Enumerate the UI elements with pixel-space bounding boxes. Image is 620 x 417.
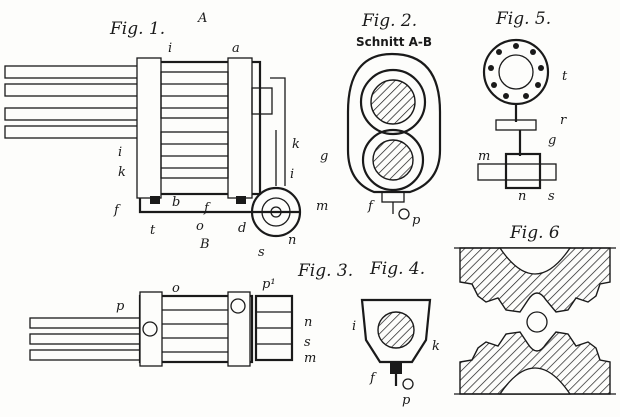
svg-text:k: k (432, 339, 440, 354)
fig6-title: Fig. 6 (509, 223, 560, 243)
svg-text:p: p (402, 393, 411, 408)
fig1-drawing: Fig. 1. A i a (4, 11, 328, 260)
fig2-subtitle: Schnitt A-B (356, 35, 432, 49)
fig1-shaft-upper-b (4, 83, 141, 97)
fig1-lower-roller (160, 131, 229, 179)
svg-text:p¹: p¹ (262, 277, 276, 292)
svg-text:B: B (199, 237, 210, 252)
svg-text:p: p (412, 213, 421, 228)
fig4-title: Fig. 4. (369, 259, 425, 279)
fig1-title: Fig. 1. (109, 19, 165, 39)
fig1-upper-roller (160, 71, 229, 119)
svg-text:o: o (196, 219, 204, 234)
fig1-shaft-upper (4, 65, 141, 79)
svg-text:m: m (316, 199, 328, 214)
fig6-lower-block (459, 331, 611, 395)
svg-text:p: p (116, 299, 125, 314)
fig6-upper-block (459, 247, 611, 313)
svg-text:i: i (168, 41, 172, 56)
fig4-roller (377, 311, 415, 349)
svg-text:i: i (352, 319, 356, 334)
svg-text:r: r (560, 113, 567, 128)
fig2-housing (346, 52, 442, 194)
svg-text:A: A (197, 11, 207, 26)
svg-text:t: t (150, 223, 156, 238)
fig2-title: Fig. 2. (361, 11, 417, 31)
svg-text:k: k (118, 165, 126, 180)
fig2-lower-gear (361, 128, 425, 192)
fig2-upper-gear (359, 68, 427, 136)
fig1-collar-right (227, 57, 253, 199)
fig5-title: Fig. 5. (495, 9, 551, 29)
svg-text:f: f (367, 199, 375, 214)
svg-text:t: t (562, 69, 568, 84)
svg-text:n: n (304, 315, 312, 330)
svg-text:a: a (232, 41, 240, 56)
fig2-drawing: Fig. 2. Schnitt A-B f p (346, 11, 442, 228)
svg-text:n: n (288, 233, 296, 248)
svg-text:i: i (290, 167, 294, 182)
fig5-shaft (477, 163, 557, 181)
svg-text:d: d (238, 221, 246, 236)
fig3-drawing: Fig. 3. p o p¹ n s m (29, 261, 353, 367)
svg-text:g: g (320, 149, 328, 164)
fig1-shaft-lower (4, 107, 141, 121)
svg-text:s: s (258, 245, 265, 260)
svg-text:s: s (304, 335, 311, 350)
svg-text:f: f (369, 371, 377, 386)
svg-text:n: n (518, 189, 526, 204)
fig5-drawing: Fig. 5. t r g m n s (477, 9, 568, 204)
svg-text:s: s (548, 189, 555, 204)
fig4-frame (360, 298, 432, 364)
fig6-bore (526, 311, 548, 333)
fig3-title: Fig. 3. (297, 261, 353, 281)
svg-text:k: k (292, 137, 300, 152)
fig5-perforated-ring (482, 38, 550, 106)
fig1-cam-wheel (250, 186, 302, 238)
fig4-drawing: Fig. 4. i k f p (352, 259, 440, 408)
svg-text:m: m (304, 351, 316, 366)
svg-text:f: f (113, 203, 121, 218)
svg-text:f: f (203, 201, 211, 216)
svg-text:m: m (478, 149, 490, 164)
svg-text:o: o (172, 281, 180, 296)
svg-text:g: g (548, 133, 556, 148)
svg-text:b: b (172, 195, 180, 210)
fig1-collar-left (136, 57, 162, 199)
fig5-sleeve (504, 152, 542, 190)
svg-text:i: i (118, 145, 122, 160)
fig6-drawing: Fig. 6 (454, 223, 616, 395)
fig1-shaft-end (251, 87, 273, 115)
fig1-shaft-lower-b (4, 125, 141, 139)
